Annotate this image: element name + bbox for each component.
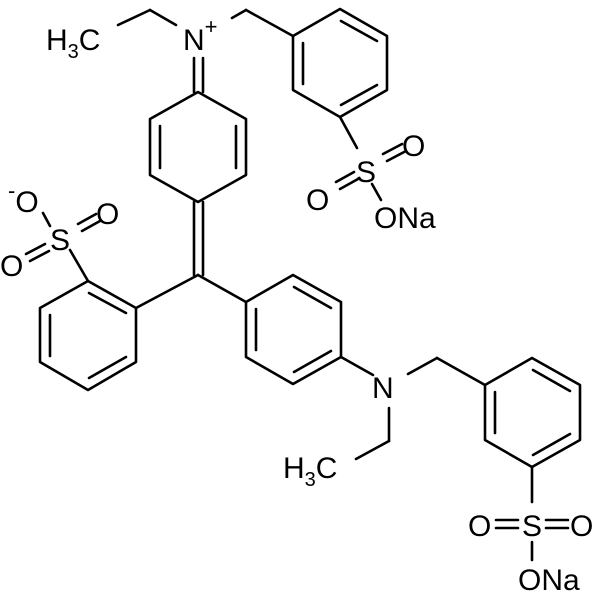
top-sulfonate-group — [334, 115, 408, 202]
top-sulfur-label: S — [356, 156, 376, 189]
top-benzyl-linker — [230, 8, 295, 38]
right-phenyl-ring — [244, 273, 343, 386]
bottom-ethyl-group — [354, 406, 391, 461]
top-oxygen-double-1-label: O — [306, 184, 329, 217]
bottom-oxygen-left-label: O — [468, 510, 491, 543]
quinoid-ring — [148, 56, 248, 204]
bottom-sulfonate-group — [494, 465, 570, 562]
bottom-oxygen-right-label: O — [570, 510, 593, 543]
top-ethyl-group — [116, 8, 178, 27]
bottom-sulfur-label: S — [522, 510, 542, 543]
iminium-nitrogen-label: N+ — [183, 14, 218, 57]
left-oxygen-anion-label: -O — [8, 178, 39, 219]
top-benzyl-ring — [291, 7, 389, 119]
left-sulfur-label: S — [50, 224, 70, 257]
left-sulfonate-group — [24, 211, 102, 283]
aryl-n-bond — [339, 355, 375, 377]
ethyl-bottom-label: H3C — [283, 452, 337, 491]
bottom-benzyl-ring — [483, 356, 582, 469]
central-carbon-bonds — [134, 273, 248, 310]
central-double-bond — [192, 200, 205, 277]
top-sodium-sulfonate-label: ONa — [374, 202, 436, 235]
bottom-benzyl-linker — [406, 356, 487, 387]
bottom-sodium-sulfonate-label: ONa — [518, 564, 580, 597]
left-phenyl-ring — [38, 279, 138, 392]
left-oxygen-double-2-label: O — [96, 198, 119, 231]
left-oxygen-double-1-label: O — [0, 250, 23, 283]
ethyl-top-label: H3C — [46, 24, 100, 63]
amine-nitrogen-label: N — [372, 372, 394, 405]
top-oxygen-double-2-label: O — [402, 130, 425, 163]
